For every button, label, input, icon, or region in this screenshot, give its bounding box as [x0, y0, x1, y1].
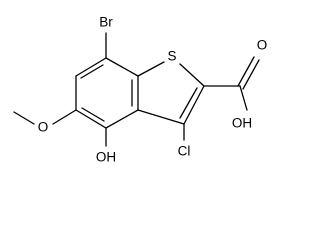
bond-c5-c4-inner	[81, 107, 105, 122]
benzothiophene-structure-diagram: Br S O Cl OH O OH	[13, 15, 268, 165]
bond-c7-c7a	[105, 57, 139, 77]
bond-c5-o-methoxy	[52, 109, 77, 125]
bond-s-c2	[179, 63, 205, 87]
bond-c7-c6-inner	[80, 64, 104, 79]
bond-c-o-double-b	[242, 59, 260, 90]
bond-o-methyl	[13, 111, 35, 125]
bond-c7-c6	[75, 57, 107, 77]
atom-label-o-methoxy: O	[38, 120, 49, 135]
bond-c5-c4	[75, 109, 107, 129]
bond-c7a-s	[137, 61, 165, 77]
bond-c2-c3	[183, 85, 205, 125]
atom-label-br: Br	[99, 15, 113, 30]
atom-label-oh-ring: OH	[96, 150, 116, 165]
atom-label-cl: Cl	[178, 144, 191, 159]
bond-c-o-double-a	[237, 56, 255, 87]
bond-c3-c3a	[137, 109, 185, 125]
atom-label-o-carbonyl: O	[257, 38, 268, 53]
atom-label-oh-acid: OH	[232, 116, 252, 131]
atom-label-s: S	[167, 49, 176, 64]
bond-c4-c3a	[105, 109, 139, 129]
bond-c-oh	[239, 85, 248, 111]
bond-c2-c3-inner	[179, 87, 198, 119]
